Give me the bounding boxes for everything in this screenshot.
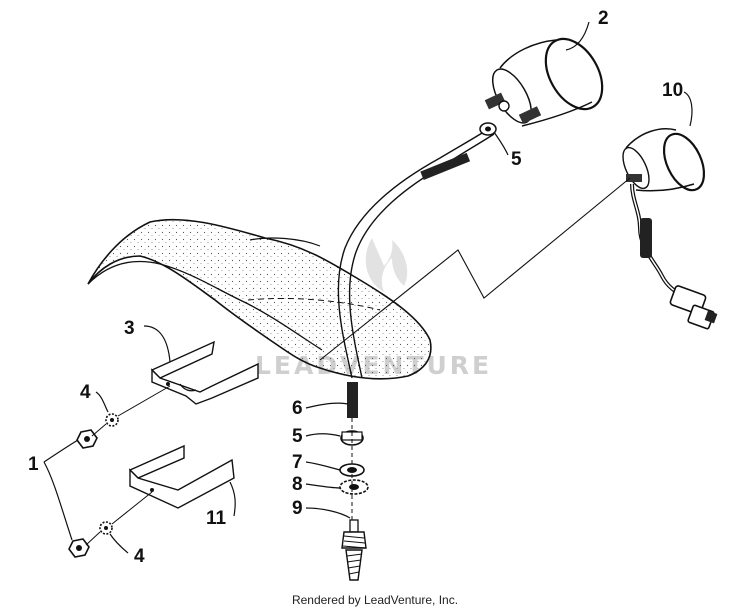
callout-10: 10 [662,80,683,101]
bracket-upper [150,340,259,405]
leader-lines [43,21,693,554]
callout-4-upper: 4 [80,382,91,403]
gauge-tachometer [622,128,718,330]
callout-8: 8 [292,474,303,495]
hardware-stack [339,418,369,581]
callout-4-lower: 4 [134,546,145,567]
gauge-speedometer [484,37,604,127]
footer-credit: Rendered by LeadVenture, Inc. [291,593,459,607]
callout-1: 1 [28,454,39,475]
hardware-left [68,385,171,558]
fender-shroud [87,218,432,380]
callouts: 2 10 5 3 4 1 4 11 6 5 7 8 9 [28,8,683,567]
nut-gauge [479,122,497,136]
callout-5-gauge: 5 [511,149,522,170]
callout-6: 6 [292,398,303,419]
bracket-lower [128,444,235,509]
callout-7: 7 [292,452,303,473]
speedometer-cable [337,127,495,418]
callout-3: 3 [124,318,135,339]
callout-2: 2 [598,8,609,29]
callout-9: 9 [292,498,303,519]
gauge-wire-route [319,177,631,361]
callout-5-stack: 5 [292,426,303,447]
callout-11: 11 [206,508,227,529]
